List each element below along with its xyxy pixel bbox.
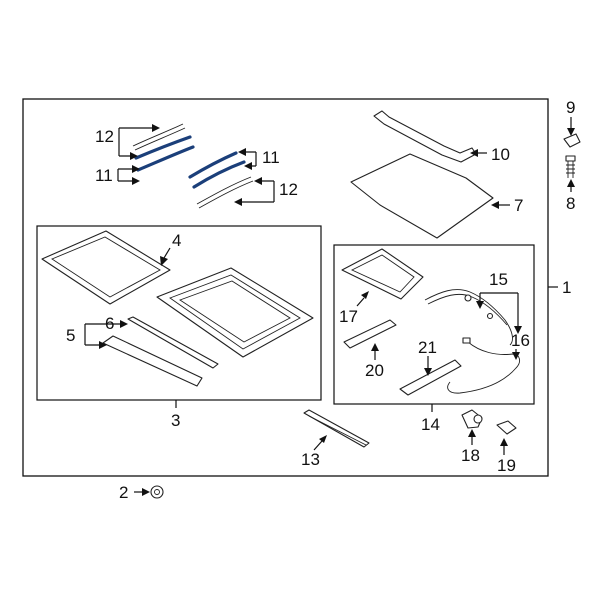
sunroof-housing[interactable] [156,267,314,358]
callout-2: 2 [119,483,128,502]
callout-6: 6 [105,314,114,333]
callout-21: 21 [418,338,437,357]
callout-5: 5 [66,326,75,345]
wiring-harness[interactable] [447,337,520,394]
callout-15: 15 [489,270,508,289]
callout-17: 17 [339,307,358,326]
callout-18: 18 [461,446,480,465]
sunroof-motor[interactable] [461,409,483,429]
callout-4: 4 [172,231,181,250]
callout-20: 20 [365,361,384,380]
sunroof-glass[interactable] [41,230,171,305]
callout-13: 13 [301,450,320,469]
guide-rail[interactable] [343,319,397,349]
bolt-8[interactable] [565,155,576,178]
grommet[interactable] [150,485,164,499]
callout-11-right: 11 [262,148,280,167]
sunshade[interactable] [341,248,424,300]
motor-bracket[interactable] [399,359,462,396]
callout-11-upper: 11 [95,166,113,185]
callout-10: 10 [491,145,510,164]
seal-strip-right[interactable] [196,176,254,209]
shade-motor[interactable] [496,420,517,435]
wind-deflector[interactable] [102,335,203,387]
seal-strip-upper-left[interactable] [132,123,186,151]
glass-assembly-box [36,225,322,401]
deflector-seal[interactable] [127,316,219,369]
callout-1: 1 [562,278,571,297]
drive-cable-assembly[interactable] [424,289,513,346]
callout-16: 16 [511,331,530,350]
callout-9: 9 [566,98,575,117]
callout-12-upper: 12 [95,127,114,146]
weatherstrip-upper-left[interactable] [134,135,195,172]
callout-12-right: 12 [279,180,298,199]
shade-assembly-box [333,244,535,405]
clip-9[interactable] [563,133,581,148]
roof-frame-rail[interactable] [373,110,477,163]
callout-7: 7 [514,196,523,215]
weatherstrip-right[interactable] [188,151,246,189]
callout-3: 3 [171,411,180,430]
roof-panel[interactable] [350,153,494,239]
callout-8: 8 [566,194,575,213]
callout-14: 14 [421,415,440,434]
rear-drain-rail[interactable] [303,409,370,448]
callout-19: 19 [497,456,516,475]
